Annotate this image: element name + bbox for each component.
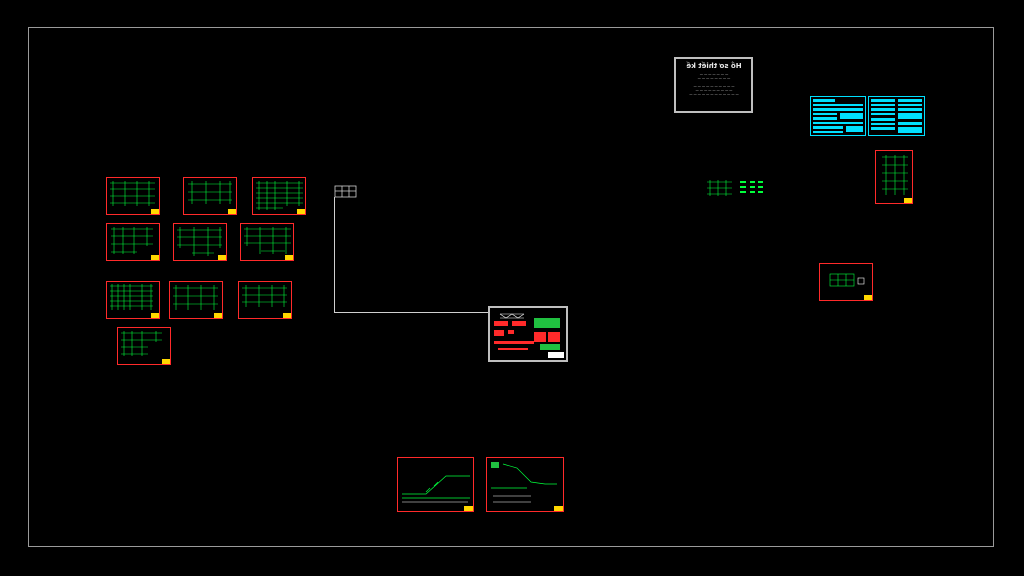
plan-sheet-10[interactable] [117,327,171,365]
column-grid-plan[interactable] [706,179,764,197]
cover-subtitle-2: — — — — — — — — [697,76,731,80]
truss-detail-linework [494,313,564,358]
cover-sheet[interactable]: Hồ sơ thiết kế — — — — — — — — — — — — —… [674,57,753,113]
truss-detail-sheet[interactable] [488,306,568,362]
plan-sheet-2[interactable] [183,177,237,215]
elevation-sheet-tall[interactable] [875,150,913,204]
plan-sheet-6-linework [244,227,293,260]
slope-section-sheet-1[interactable] [397,457,474,512]
slope-section-sheet-2[interactable] [486,457,564,512]
plan-sheet-1[interactable] [106,177,160,215]
plan-sheet-4[interactable] [106,223,160,261]
plan-sheet-2-linework [188,181,236,214]
plan-sheet-8[interactable] [169,281,223,319]
plan-sheet-8-linework [173,285,222,318]
plan-sheet-9-linework [242,285,291,318]
plan-sheet-1-linework [110,181,159,214]
plan-sheet-7[interactable] [106,281,160,319]
facade-sheet-linework [829,273,872,300]
slope-section-sheet-1-linework [402,475,473,511]
elevation-sheet-tall-linework [882,155,912,203]
plan-sheet-3-linework [256,181,305,214]
facade-sheet[interactable] [819,263,873,301]
plan-sheet-6[interactable] [240,223,294,261]
cover-title: Hồ sơ thiết kế [686,62,742,70]
spec-sheet-1[interactable] [810,96,866,136]
plan-sheet-9[interactable] [238,281,292,319]
leader-line-horizontal [334,312,489,313]
plan-sheet-3[interactable] [252,177,306,215]
plan-sheet-7-linework [110,284,159,318]
drawing-limits-frame [28,27,994,547]
grid-block-icon[interactable] [334,185,358,199]
plan-sheet-5[interactable] [173,223,227,261]
plan-sheet-10-linework [121,331,170,364]
leader-line-vertical [334,197,335,312]
slope-section-sheet-2-linework [491,462,563,511]
plan-sheet-5-linework [177,227,226,260]
plan-sheet-4-linework [111,227,159,260]
spec-sheet-2[interactable] [868,96,925,136]
cover-subtitle-5: — — — — — — — — — — — — [689,92,739,96]
